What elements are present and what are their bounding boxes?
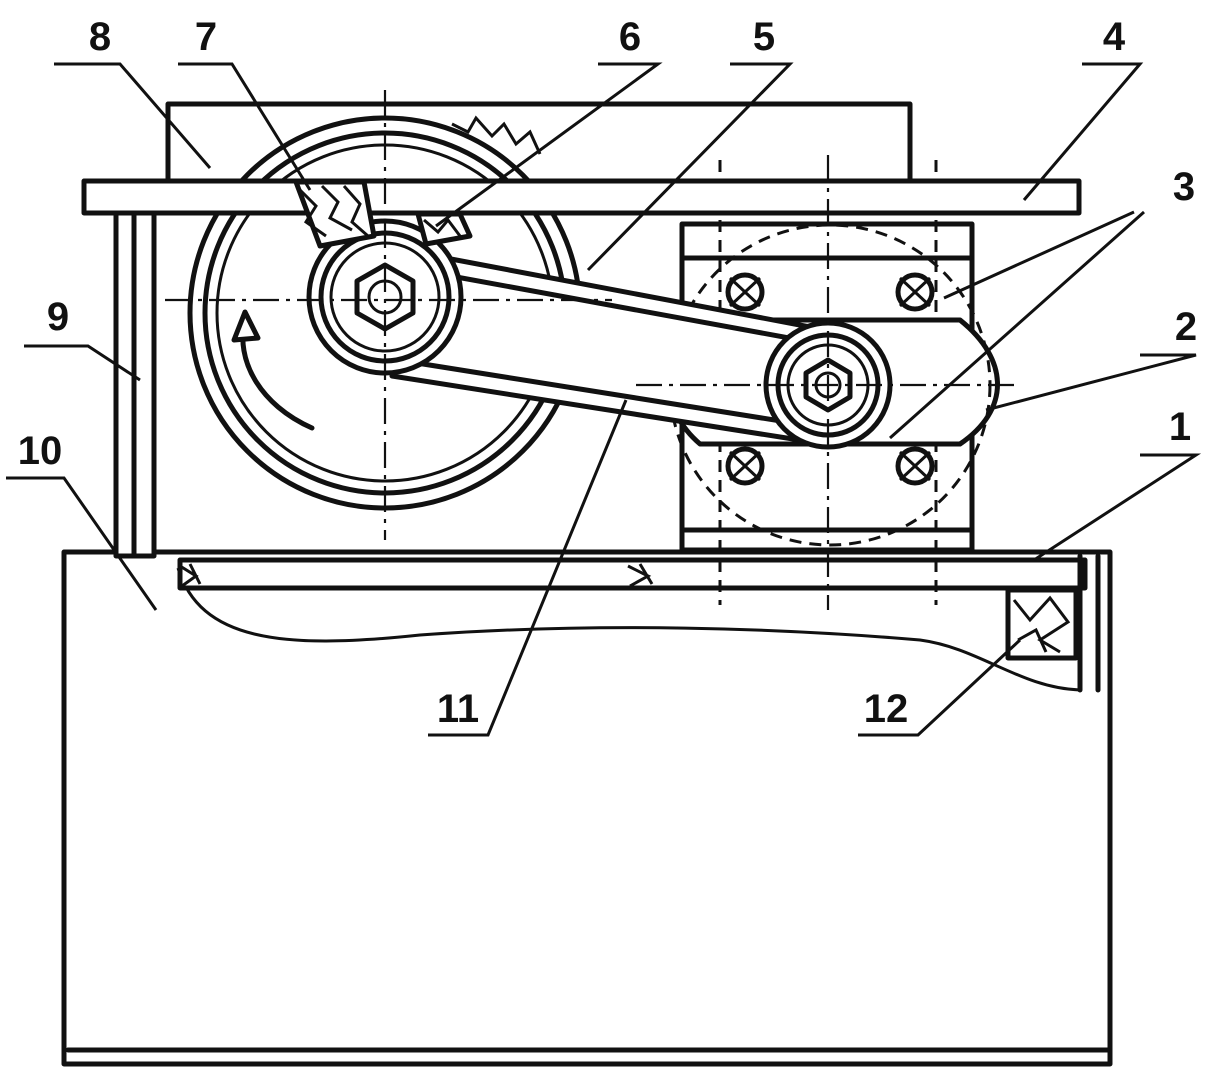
callout-2: 2 bbox=[1175, 305, 1197, 349]
center-lines bbox=[165, 90, 1015, 610]
bolt-icon bbox=[725, 272, 935, 486]
top-bar bbox=[81, 178, 1082, 216]
callout-1: 1 bbox=[1169, 405, 1191, 449]
callout-6: 6 bbox=[619, 15, 641, 59]
base-box bbox=[61, 549, 1113, 1067]
base-plate bbox=[177, 553, 1101, 693]
spring-assembly bbox=[293, 179, 473, 249]
callout-9: 9 bbox=[47, 295, 69, 339]
leader-lines bbox=[6, 62, 1202, 737]
callout-12: 12 bbox=[864, 687, 909, 731]
callout-10: 10 bbox=[18, 429, 63, 473]
callout-11: 11 bbox=[437, 687, 479, 731]
callout-4: 4 bbox=[1103, 15, 1126, 59]
callout-5: 5 bbox=[753, 15, 775, 59]
small-pulley bbox=[306, 218, 464, 376]
callout-8: 8 bbox=[89, 15, 111, 59]
callout-3: 3 bbox=[1173, 165, 1195, 209]
rear-frame bbox=[165, 101, 913, 183]
callout-7: 7 bbox=[195, 15, 217, 59]
